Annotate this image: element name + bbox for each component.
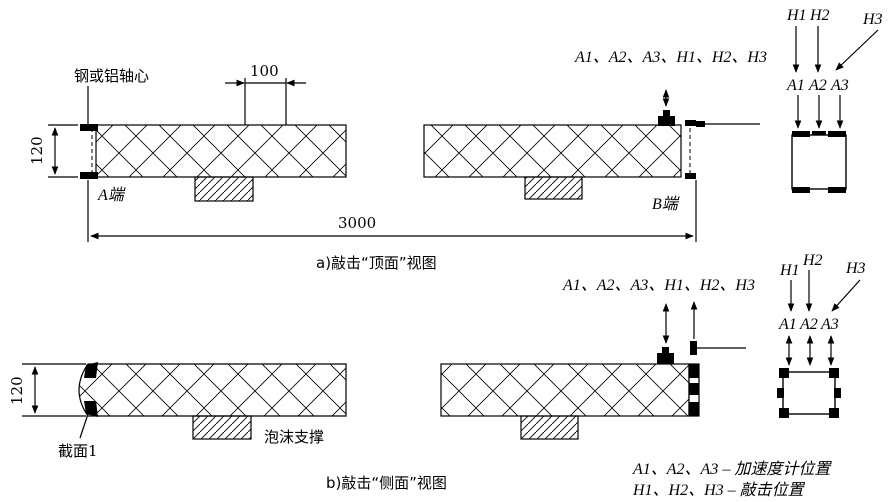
cross-section-a: H1 H2 H3 A1 A2 A3 (786, 7, 883, 193)
side-block-1 (689, 364, 699, 378)
length-label: 3000 (338, 214, 376, 232)
end-b-label: B端 (652, 195, 680, 213)
section-b-block-br (829, 408, 839, 418)
foam-support-a-left (194, 176, 254, 202)
cross-section-b: H1 H2 H3 A1 A2 A3 (777, 252, 866, 418)
legend: A1、A2、A3 – 加速度计位置 H1、H2、H3 – 敲击位置 (632, 460, 832, 499)
side-h3: H3 (845, 260, 866, 277)
section-a-block-tr (828, 131, 846, 137)
caption-b: b)敲击“侧面”视图 (326, 474, 447, 492)
section-a-block-tc (812, 131, 826, 135)
hammer-block-a (696, 121, 705, 127)
section-b-block-ml (777, 388, 784, 398)
top-h3: H3 (862, 11, 883, 28)
top-view: 钢或铝轴心 120 100 A端 B端 30 (28, 7, 883, 272)
side-sensor-list: A1、A2、A3、H1、H2、H3 (562, 277, 755, 294)
side-a1: A1 (778, 316, 797, 333)
accelerometer-block-a (658, 116, 675, 126)
dim-120-label: 120 (28, 136, 46, 165)
end-a-label: A端 (97, 186, 126, 204)
section-box-a (791, 134, 847, 190)
top-a2: A2 (808, 77, 827, 94)
beam-left-b (78, 363, 347, 417)
top-h2: H2 (809, 7, 830, 24)
section-b-block-bl (779, 408, 789, 418)
foam-support-label: 泡沫支撑 (264, 428, 324, 446)
beam-left-a (95, 124, 347, 178)
hammer-block-b (690, 341, 697, 355)
dim-120-b-label: 120 (8, 376, 26, 405)
side-view: 120 截面1 泡沫支撑 A1、A2、A3、H1、H2、H3 (8, 252, 866, 492)
accelerometer-cap-b (662, 347, 669, 354)
section-b-block-tl (779, 368, 789, 378)
core-block-top (80, 124, 98, 131)
end-b-block-top (685, 120, 696, 126)
section-leader (79, 413, 89, 439)
section-a-block-br (828, 187, 846, 193)
top-a1: A1 (786, 77, 805, 94)
section-label: 截面1 (58, 442, 98, 460)
legend-hammer: H1、H2、H3 – 敲击位置 (632, 481, 806, 499)
side-h1: H1 (779, 262, 800, 279)
side-h2: H2 (802, 252, 823, 269)
top-a3: A3 (830, 77, 849, 94)
top-h1: H1 (786, 7, 807, 24)
accelerometer-cap-a (663, 110, 670, 117)
side-a3: A3 (820, 316, 839, 333)
side-block-2 (689, 402, 699, 416)
dim-100-label: 100 (250, 62, 279, 80)
section-a-block-tl (792, 131, 810, 137)
side-block-3 (689, 383, 699, 395)
foam-support-a-right (524, 176, 583, 200)
beam-right-b (440, 363, 690, 417)
foam-support-b-right (520, 415, 579, 440)
beam-right-a (423, 124, 682, 178)
end-b-block-bottom (685, 173, 696, 179)
side-a2: A2 (799, 316, 818, 333)
section-a-h-arrow-3 (835, 29, 879, 71)
section1-block-bottom (84, 401, 98, 417)
core-label: 钢或铝轴心 (74, 67, 149, 85)
accelerometer-block-b (657, 353, 674, 364)
core-block-bottom (80, 172, 98, 179)
section-b-block-tr (829, 368, 839, 378)
section-b-block-mr (834, 388, 841, 398)
section-b-h-arrow-3 (831, 279, 861, 312)
caption-a: a)敲击“顶面”视图 (316, 254, 437, 272)
section-a-block-bl (792, 187, 810, 193)
foam-support-b-left (192, 415, 252, 440)
top-sensor-list: A1、A2、A3、H1、H2、H3 (574, 49, 767, 66)
section1-block-top (84, 362, 98, 378)
legend-accelerometer: A1、A2、A3 – 加速度计位置 (632, 460, 832, 478)
section-box-b (782, 371, 836, 415)
